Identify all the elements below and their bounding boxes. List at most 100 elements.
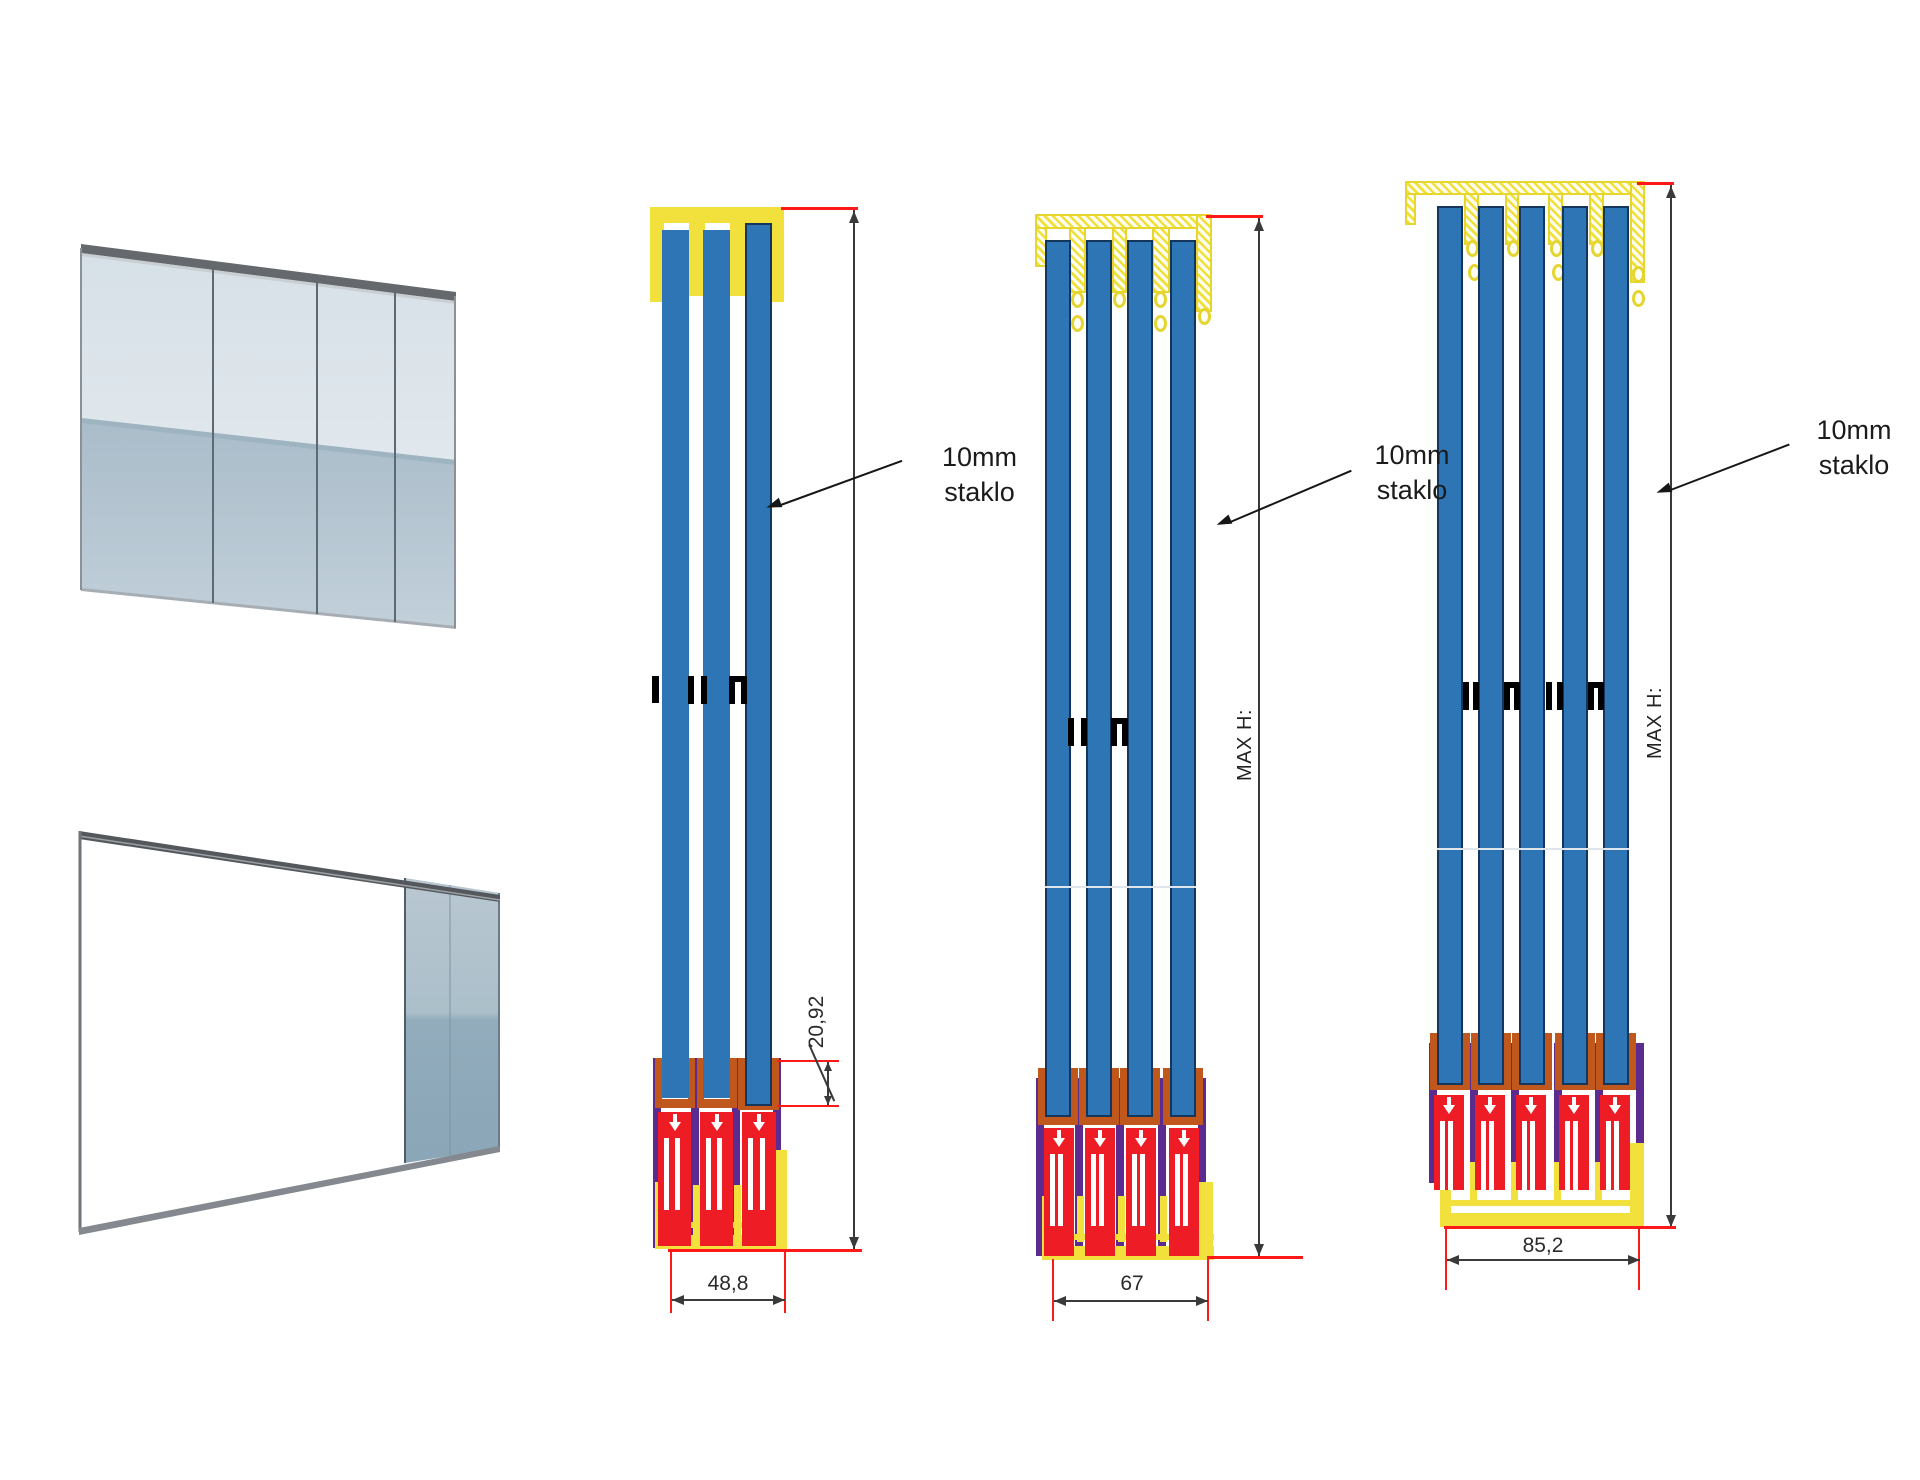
bottom-channel-wall	[1158, 1078, 1166, 1256]
brush-seal	[1632, 266, 1645, 283]
roller-carriage	[1044, 1128, 1074, 1256]
glass-panel	[1127, 240, 1153, 1117]
glass-clip	[1546, 682, 1563, 710]
open-frame-render	[78, 831, 501, 1235]
glass-thickness-line1: 10mm	[941, 442, 1017, 472]
roller-carriage	[742, 1112, 776, 1246]
width-dim-text: 85,2	[1522, 1234, 1564, 1257]
top-frame-highlight	[81, 253, 456, 304]
track3-top-rail	[650, 207, 784, 223]
track5-top-rail	[1405, 181, 1640, 195]
track3-top-arm-mid2	[730, 207, 746, 296]
brush-seal	[1507, 240, 1520, 257]
glass-joint-line	[1045, 886, 1196, 888]
width-dim-extension-left	[1052, 1259, 1054, 1321]
glass-panel	[662, 230, 689, 1098]
bottom-edge	[81, 588, 456, 629]
roller-carriage	[658, 1112, 691, 1246]
glass-joint-line	[1437, 848, 1629, 850]
roller-carriage	[700, 1112, 733, 1246]
glass-panel	[1170, 240, 1196, 1117]
brush-seal	[1071, 291, 1084, 308]
track4-top-arm-right	[1196, 214, 1212, 312]
glass-shoe	[1038, 1068, 1078, 1125]
glass-shoe	[1079, 1068, 1119, 1125]
brush-seal	[1154, 291, 1167, 308]
glass-clip	[688, 676, 707, 704]
brush-seal	[1550, 240, 1563, 257]
dim-arrow-down	[1254, 1244, 1264, 1256]
glass-clip	[652, 676, 659, 703]
track3-top-arm-left	[650, 207, 664, 302]
glass-clip	[1111, 718, 1128, 746]
dim-extension-top	[1206, 215, 1263, 218]
dim-height-line	[1258, 218, 1260, 1256]
dim-extension-bottom	[1207, 1256, 1303, 1259]
width-dim-extension-left	[670, 1251, 672, 1313]
inset-dim-text: 20,92	[805, 995, 828, 1049]
brush-seal	[1632, 290, 1645, 307]
track4-bottom-wall-right	[1198, 1182, 1213, 1260]
width-dim-arrow-right	[1196, 1296, 1208, 1306]
width-dim-arrow-left	[1054, 1296, 1066, 1306]
glass-thickness-line2: staklo	[1818, 450, 1890, 481]
glass-shoe	[1163, 1068, 1203, 1125]
glass-thickness-label: 10mm staklo	[1347, 438, 1477, 508]
glass-shoe	[1120, 1068, 1160, 1125]
track5-top-arm	[1548, 193, 1563, 245]
track4-bottom-ridge	[1118, 1196, 1125, 1242]
track4-top-arm	[1112, 227, 1127, 293]
bottom-channel-wall	[1511, 1043, 1519, 1183]
bottom-channel-wall	[1198, 1078, 1206, 1256]
bottom-channel-wall	[1429, 1043, 1437, 1183]
track5-top-arm	[1505, 193, 1519, 245]
glass-clip	[1068, 718, 1087, 746]
glass-shoe	[1471, 1033, 1511, 1090]
track3-top-arm-right	[769, 207, 784, 302]
glass-clip	[1463, 682, 1479, 710]
bottom-channel-wall	[1036, 1078, 1044, 1256]
brush-seal	[1198, 308, 1211, 325]
track5-bottom-ridge	[1511, 1162, 1518, 1204]
max-height-label: MAX H:	[1644, 687, 1666, 759]
width-dim-extension-right	[1207, 1259, 1209, 1321]
track4-top-arm	[1069, 227, 1086, 293]
glass-clip	[729, 676, 747, 704]
glass-thickness-line2: staklo	[1376, 475, 1448, 506]
bottom-channel-wall	[1636, 1043, 1644, 1193]
max-height-label: MAX H:	[1234, 709, 1256, 781]
glass-shoe	[1555, 1033, 1595, 1090]
dim-extension-bottom	[668, 1249, 862, 1252]
roller-carriage	[1169, 1128, 1199, 1256]
open-frame-top-rail	[79, 831, 500, 902]
top-rail-highlight	[78, 835, 501, 901]
glass-clip	[1588, 682, 1604, 710]
glass-panel	[1478, 206, 1504, 1085]
open-frame-bottom-rail	[79, 1146, 500, 1235]
roller-carriage	[1475, 1095, 1505, 1190]
track5-top-arm	[1405, 193, 1416, 225]
dim-arrow-down	[1666, 1215, 1676, 1227]
top-frame-rail	[81, 244, 456, 301]
roller-carriage	[1126, 1128, 1156, 1256]
track5-top-arm	[1464, 193, 1479, 245]
glass-thickness-label: 10mm staklo	[912, 440, 1047, 510]
brush-seal	[1466, 240, 1479, 257]
brush-seal	[1154, 315, 1167, 332]
width-dim-text: 48,8	[707, 1272, 749, 1295]
track3-bottom-ridge	[693, 1185, 700, 1235]
bottom-channel-wall	[1075, 1078, 1083, 1256]
dim-height-line	[853, 210, 855, 1250]
width-dim-arrow-left	[672, 1295, 684, 1305]
width-dim-extension-left	[1445, 1228, 1447, 1290]
width-dim-line	[1447, 1259, 1640, 1261]
glass-panel	[1519, 206, 1545, 1085]
inset-dim-line-bottom	[777, 1105, 839, 1107]
width-dim-line	[1054, 1300, 1208, 1302]
glass-panel	[745, 223, 772, 1106]
track5-bottom-ridge	[1470, 1162, 1477, 1204]
roller-carriage	[1516, 1095, 1546, 1190]
dim-height-line	[1670, 185, 1672, 1227]
glass-thickness-line2: staklo	[944, 477, 1015, 508]
